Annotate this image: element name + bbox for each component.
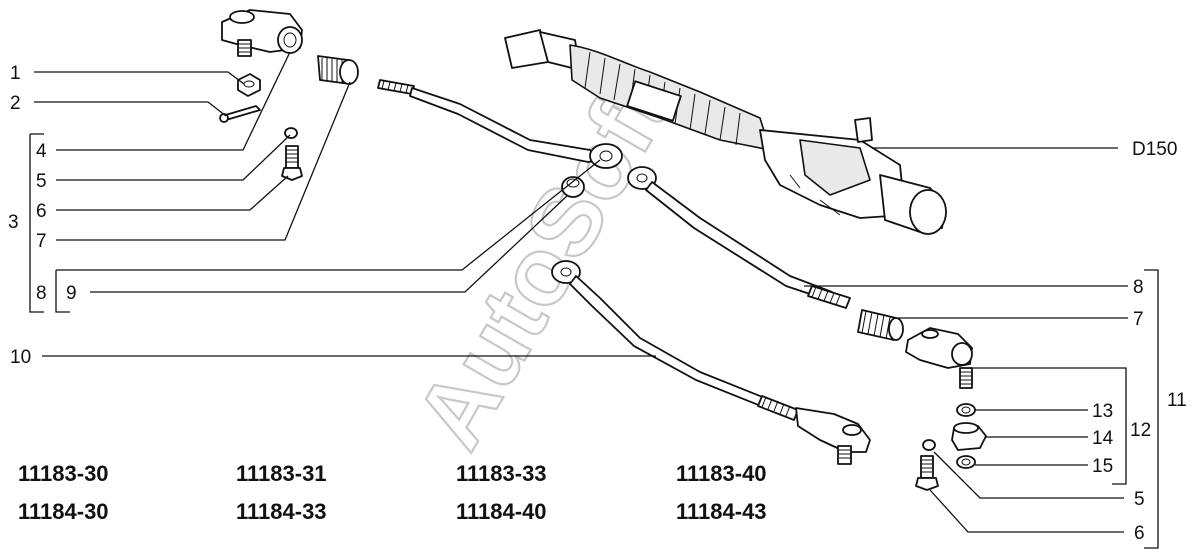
callout-9: 9: [66, 283, 77, 304]
adjusting-sleeve-right: [857, 309, 904, 341]
tie-rod-end-right: [905, 327, 973, 389]
part-code: 11184-43: [676, 499, 767, 524]
part-code: 11184-40: [456, 499, 547, 524]
leader-lines-right: [804, 147, 1159, 549]
callout-3: 3: [8, 212, 19, 233]
callouts-right: D150 8 7 11 12 13 14 15 5 6: [1092, 139, 1187, 544]
part-code: 11183-31: [236, 461, 327, 486]
callout-6-right: 6: [1134, 523, 1145, 544]
callout-8-right: 8: [1133, 277, 1144, 298]
part-code: 11183-33: [456, 461, 547, 486]
seal-ring-13: [956, 403, 976, 417]
callout-15: 15: [1092, 456, 1113, 477]
castle-nut: [237, 73, 261, 97]
boot-14: [951, 422, 987, 451]
callout-8: 8: [36, 283, 47, 304]
callout-d150: D150: [1132, 139, 1177, 160]
part-code: 11184-33: [236, 499, 327, 524]
callout-14: 14: [1092, 428, 1114, 449]
callout-4: 4: [36, 141, 47, 162]
callouts-left: 1 2 3 4 5 6 7 8 9 10: [8, 63, 77, 368]
part-code: 11184-30: [18, 499, 109, 524]
callout-10: 10: [10, 347, 31, 368]
callout-5-right: 5: [1134, 489, 1145, 510]
callout-12: 12: [1130, 420, 1151, 441]
callout-7: 7: [36, 231, 47, 252]
callout-2: 2: [10, 93, 21, 114]
washer-lower: [922, 439, 936, 451]
callout-11: 11: [1167, 390, 1187, 411]
callout-7-right: 7: [1133, 309, 1144, 330]
leader-lines-left: [29, 51, 656, 357]
washer-upper: [284, 127, 298, 139]
tie-rod-lower: [551, 260, 871, 465]
callout-5: 5: [36, 171, 47, 192]
callout-1: 1: [10, 63, 21, 84]
steering-rack: [504, 29, 947, 235]
callout-6: 6: [36, 201, 47, 222]
part-codes: 11183-30 11183-31 11183-33 11183-40 1118…: [18, 461, 767, 524]
bolt-upper: [281, 145, 303, 181]
watermark: AutoSoft: [396, 61, 691, 465]
bolt-lower: [915, 455, 939, 491]
cotter-pin: [219, 105, 261, 123]
rubber-bushing: [561, 176, 585, 198]
ring-15: [956, 455, 976, 469]
callout-13: 13: [1092, 401, 1113, 422]
adjusting-sleeve-upper: [317, 55, 359, 85]
part-code: 11183-30: [18, 461, 109, 486]
inner-tie-rod-middle: [627, 166, 851, 309]
tie-rod-end-upper: [221, 9, 303, 57]
part-code: 11183-40: [676, 461, 767, 486]
